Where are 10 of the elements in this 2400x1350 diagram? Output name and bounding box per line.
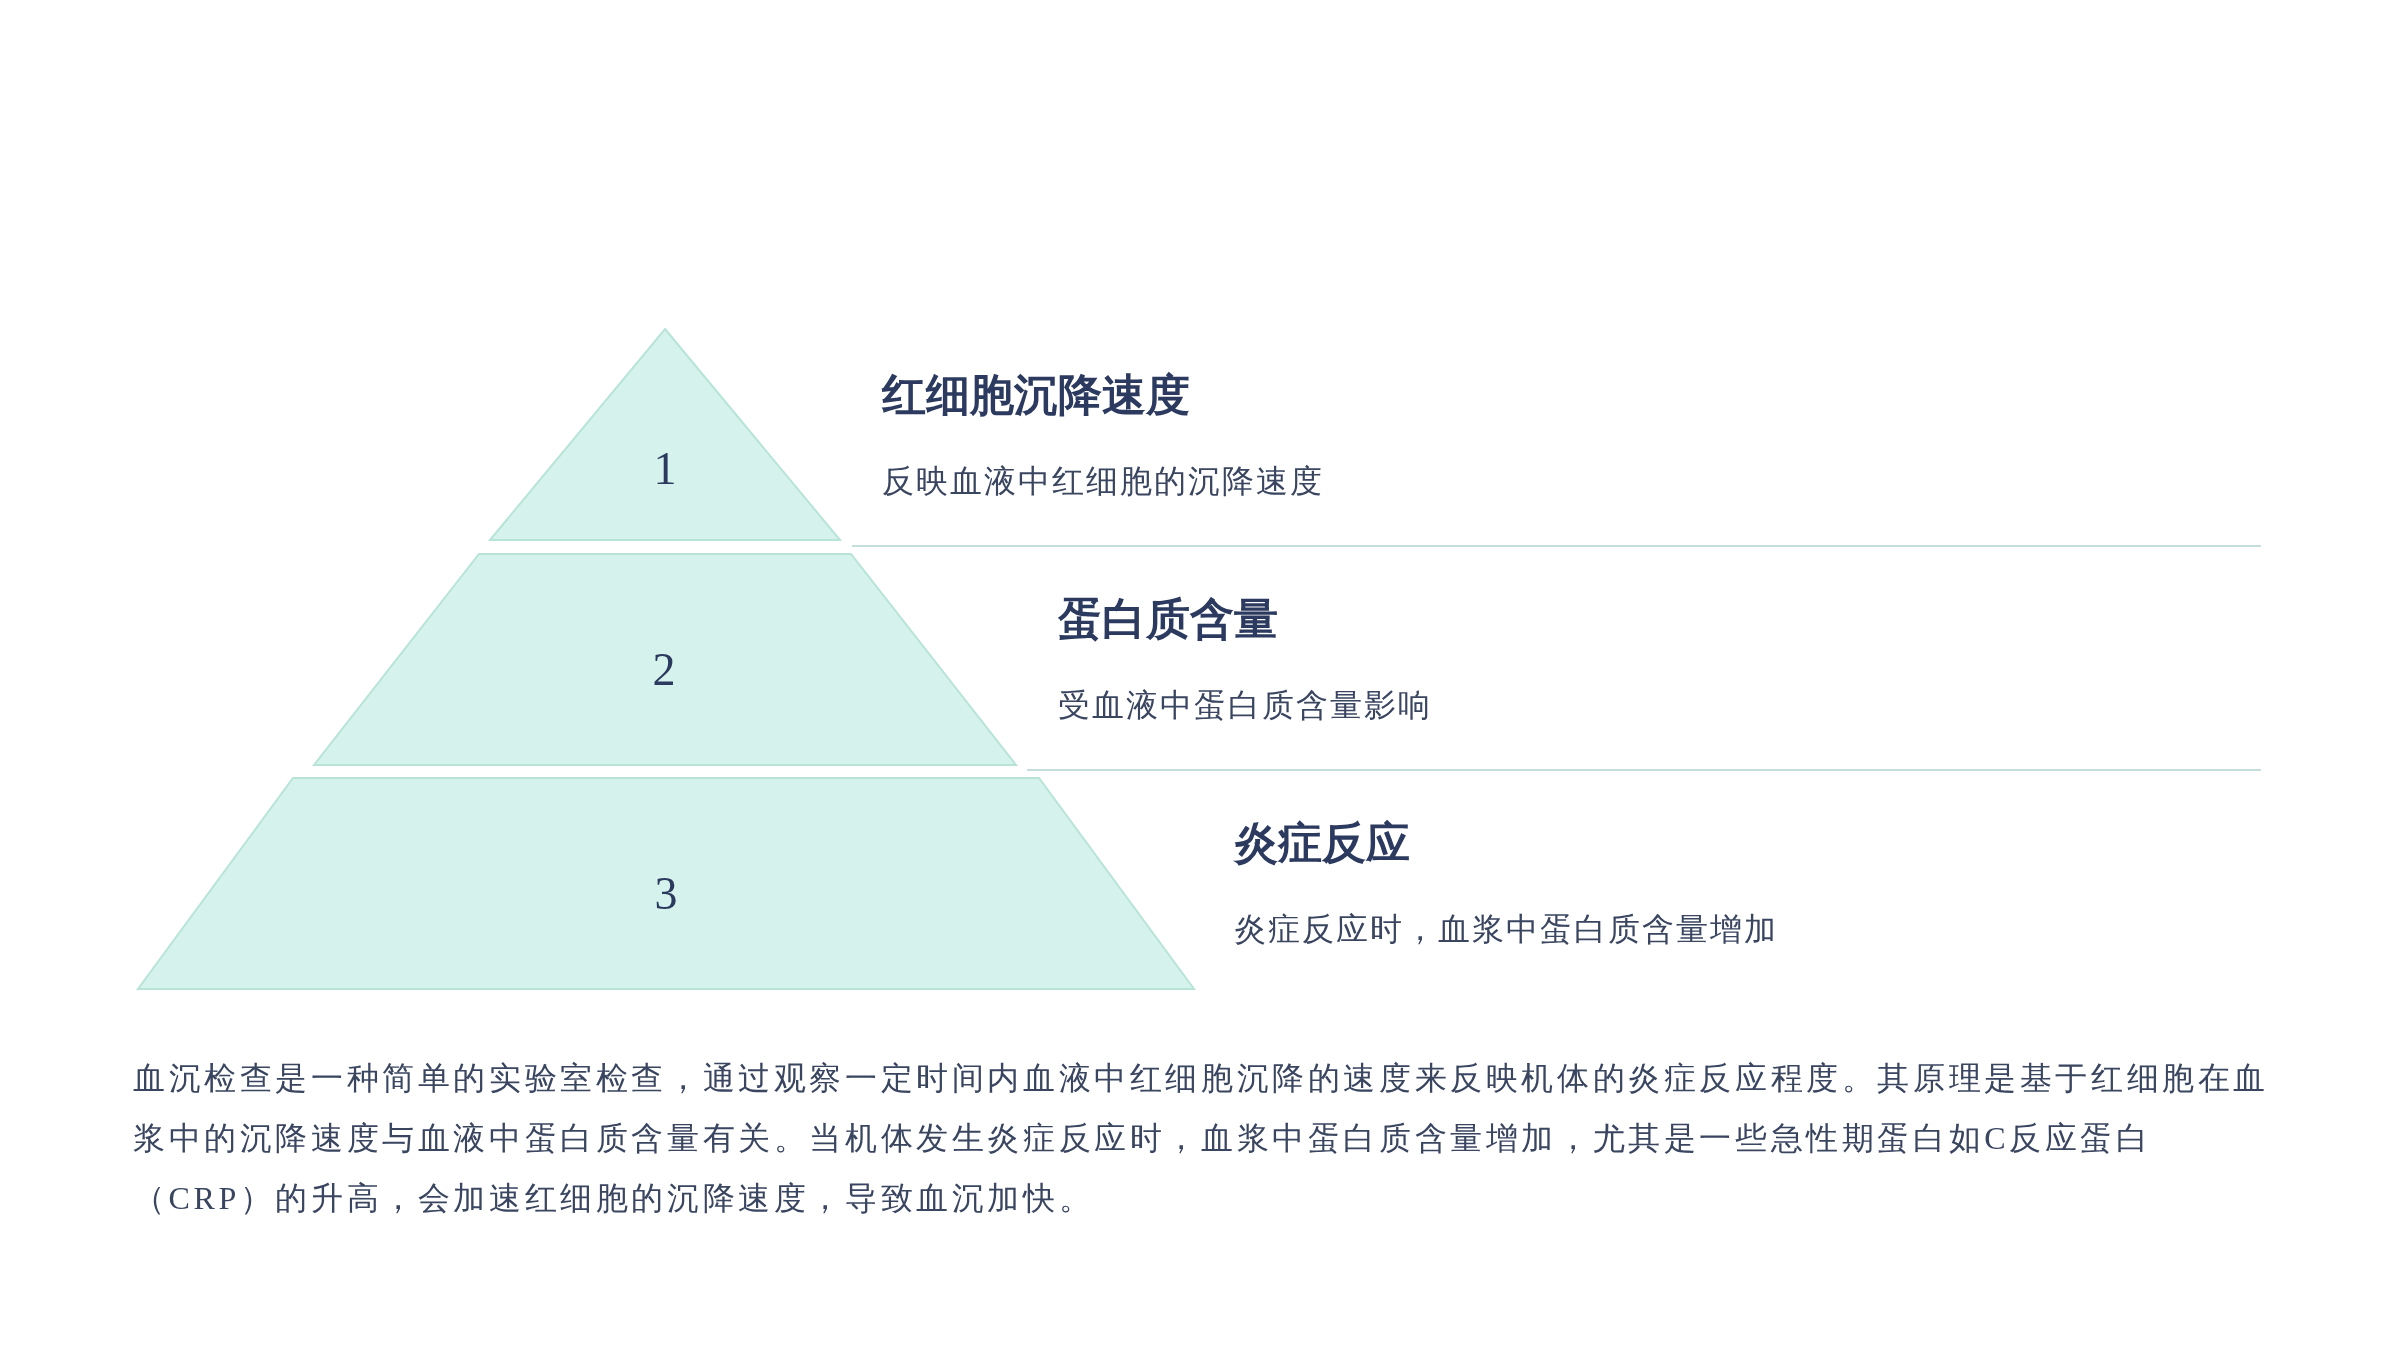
tier-description: 受血液中蛋白质含量影响 <box>1058 686 1432 725</box>
description-paragraph: 血沉检查是一种简单的实验室检查，通过观察一定时间内血液中红细胞沉降的速度来反映机体的炎症反应程度。其原理是基于红细胞在血浆中的沉降速度与血液中蛋白质含量有关。当机体发生炎症反应时，血浆中蛋白质含量增加，尤其是一些急性期蛋白如C反应蛋白（CRP）的升高，会加速红细胞的沉降速度，导致血沉加快。 <box>133 1059 2270 1218</box>
tier-heading: 红细胞沉降速度 <box>882 370 1190 422</box>
tier-number: 1 <box>653 446 677 492</box>
tier-number: 3 <box>654 871 678 917</box>
tier-number: 2 <box>652 647 676 693</box>
tier-heading: 炎症反应 <box>1234 818 1410 870</box>
tier-heading: 蛋白质含量 <box>1058 594 1278 646</box>
tier-description: 炎症反应时，血浆中蛋白质含量增加 <box>1234 910 1778 949</box>
tier-description: 反映血液中红细胞的沉降速度 <box>882 462 1324 501</box>
